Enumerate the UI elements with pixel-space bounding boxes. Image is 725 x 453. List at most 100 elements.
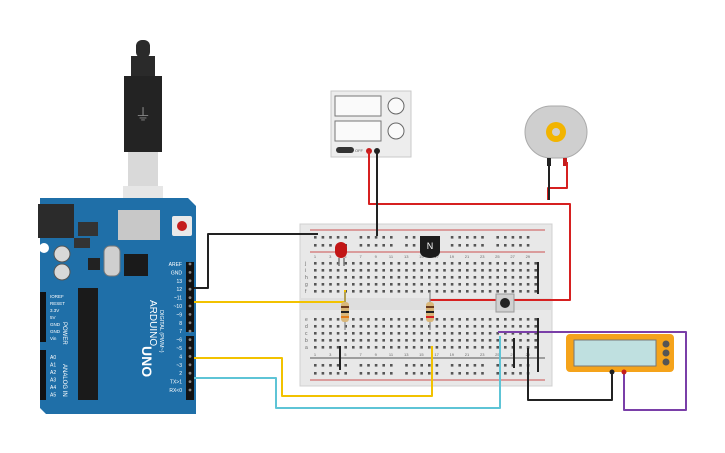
breadboard-hole[interactable] bbox=[359, 339, 363, 342]
breadboard-hole[interactable] bbox=[390, 346, 393, 349]
breadboard-hole[interactable] bbox=[412, 283, 416, 286]
breadboard-hole[interactable] bbox=[496, 290, 499, 293]
breadboard-hole[interactable] bbox=[519, 332, 522, 335]
breadboard-hole[interactable] bbox=[352, 346, 355, 349]
breadboard-hole[interactable] bbox=[458, 332, 461, 335]
breadboard-hole[interactable] bbox=[473, 262, 477, 265]
breadboard-hole[interactable] bbox=[405, 269, 408, 272]
digital-pin[interactable] bbox=[188, 296, 192, 299]
breadboard-hole[interactable] bbox=[473, 339, 477, 342]
breadboard-hole[interactable] bbox=[534, 283, 537, 286]
rail-hole[interactable] bbox=[321, 372, 325, 375]
breadboard-hole[interactable] bbox=[420, 325, 423, 328]
breadboard-hole[interactable] bbox=[511, 290, 515, 293]
breadboard-hole[interactable] bbox=[412, 262, 416, 265]
breadboard-hole[interactable] bbox=[390, 283, 393, 286]
breadboard-hole[interactable] bbox=[352, 339, 355, 342]
breadboard-hole[interactable] bbox=[504, 262, 507, 265]
rail-hole[interactable] bbox=[374, 364, 378, 367]
rail-hole[interactable] bbox=[511, 236, 515, 239]
breadboard-hole[interactable] bbox=[519, 290, 522, 293]
digital-pin[interactable] bbox=[188, 304, 192, 308]
breadboard-hole[interactable] bbox=[504, 318, 507, 321]
breadboard-hole[interactable] bbox=[329, 318, 332, 321]
breadboard-hole[interactable] bbox=[314, 325, 317, 328]
rail-hole[interactable] bbox=[519, 244, 522, 247]
breadboard-hole[interactable] bbox=[428, 325, 431, 328]
power-supply[interactable]: OFF bbox=[330, 90, 412, 158]
breadboard-hole[interactable] bbox=[435, 325, 439, 328]
digital-pin[interactable] bbox=[188, 355, 192, 358]
rail-hole[interactable] bbox=[367, 244, 370, 247]
breadboard-hole[interactable] bbox=[496, 318, 499, 321]
breadboard-hole[interactable] bbox=[481, 262, 484, 265]
rail-hole[interactable] bbox=[420, 372, 423, 375]
arduino-uno-board[interactable]: ARDUINO UNO DIGITAL (PWM~) POWER ANALOG … bbox=[38, 198, 196, 414]
breadboard-hole[interactable] bbox=[314, 346, 317, 349]
rail-hole[interactable] bbox=[450, 236, 454, 239]
rail-hole[interactable] bbox=[412, 364, 416, 367]
breadboard-hole[interactable] bbox=[321, 290, 325, 293]
breadboard-hole[interactable] bbox=[344, 283, 347, 286]
digital-pin[interactable] bbox=[188, 279, 192, 283]
breadboard-hole[interactable] bbox=[344, 269, 347, 272]
breadboard-hole[interactable] bbox=[336, 325, 340, 328]
breadboard-hole[interactable] bbox=[488, 318, 492, 321]
rail-hole[interactable] bbox=[367, 236, 370, 239]
breadboard-hole[interactable] bbox=[428, 276, 431, 279]
breadboard-hole[interactable] bbox=[511, 262, 515, 265]
digital-pin[interactable] bbox=[188, 371, 192, 375]
breadboard-hole[interactable] bbox=[382, 346, 385, 349]
breadboard-hole[interactable] bbox=[466, 290, 469, 293]
rail-hole[interactable] bbox=[458, 236, 461, 239]
breadboard-hole[interactable] bbox=[390, 290, 393, 293]
breadboard-hole[interactable] bbox=[314, 283, 317, 286]
breadboard-hole[interactable] bbox=[405, 346, 408, 349]
breadboard-hole[interactable] bbox=[374, 346, 378, 349]
breadboard-hole[interactable] bbox=[367, 325, 370, 328]
digital-pin[interactable] bbox=[188, 329, 192, 333]
breadboard-hole[interactable] bbox=[526, 290, 530, 293]
breadboard-hole[interactable] bbox=[534, 346, 537, 349]
rail-hole[interactable] bbox=[359, 236, 363, 239]
rail-hole[interactable] bbox=[359, 244, 363, 247]
breadboard-hole[interactable] bbox=[367, 290, 370, 293]
breadboard-hole[interactable] bbox=[435, 283, 439, 286]
breadboard-hole[interactable] bbox=[488, 332, 492, 335]
rail-hole[interactable] bbox=[321, 244, 325, 247]
breadboard-hole[interactable] bbox=[504, 290, 507, 293]
breadboard-hole[interactable] bbox=[458, 269, 461, 272]
breadboard-hole[interactable] bbox=[329, 276, 332, 279]
breadboard-hole[interactable] bbox=[405, 276, 408, 279]
breadboard-hole[interactable] bbox=[519, 269, 522, 272]
breadboard-hole[interactable] bbox=[511, 346, 515, 349]
breadboard-hole[interactable] bbox=[314, 318, 317, 321]
breadboard-hole[interactable] bbox=[412, 325, 416, 328]
breadboard-hole[interactable] bbox=[382, 276, 385, 279]
breadboard-hole[interactable] bbox=[367, 269, 370, 272]
rail-hole[interactable] bbox=[405, 236, 408, 239]
breadboard-hole[interactable] bbox=[526, 283, 530, 286]
breadboard-hole[interactable] bbox=[488, 269, 492, 272]
breadboard-hole[interactable] bbox=[405, 262, 408, 265]
rail-hole[interactable] bbox=[473, 236, 477, 239]
breadboard-hole[interactable] bbox=[329, 290, 332, 293]
rail-hole[interactable] bbox=[450, 364, 454, 367]
rail-hole[interactable] bbox=[329, 372, 332, 375]
breadboard-hole[interactable] bbox=[405, 339, 408, 342]
breadboard-hole[interactable] bbox=[352, 276, 355, 279]
rail-hole[interactable] bbox=[412, 372, 416, 375]
breadboard-hole[interactable] bbox=[435, 332, 439, 335]
breadboard-hole[interactable] bbox=[412, 332, 416, 335]
breadboard-hole[interactable] bbox=[473, 332, 477, 335]
breadboard-hole[interactable] bbox=[352, 283, 355, 286]
breadboard-hole[interactable] bbox=[405, 318, 408, 321]
breadboard-hole[interactable] bbox=[488, 283, 492, 286]
rail-hole[interactable] bbox=[382, 364, 385, 367]
breadboard-hole[interactable] bbox=[359, 290, 363, 293]
rail-hole[interactable] bbox=[336, 364, 340, 367]
rail-hole[interactable] bbox=[420, 364, 423, 367]
rail-hole[interactable] bbox=[382, 372, 385, 375]
voltage-knob[interactable] bbox=[387, 97, 405, 115]
breadboard-hole[interactable] bbox=[352, 332, 355, 335]
